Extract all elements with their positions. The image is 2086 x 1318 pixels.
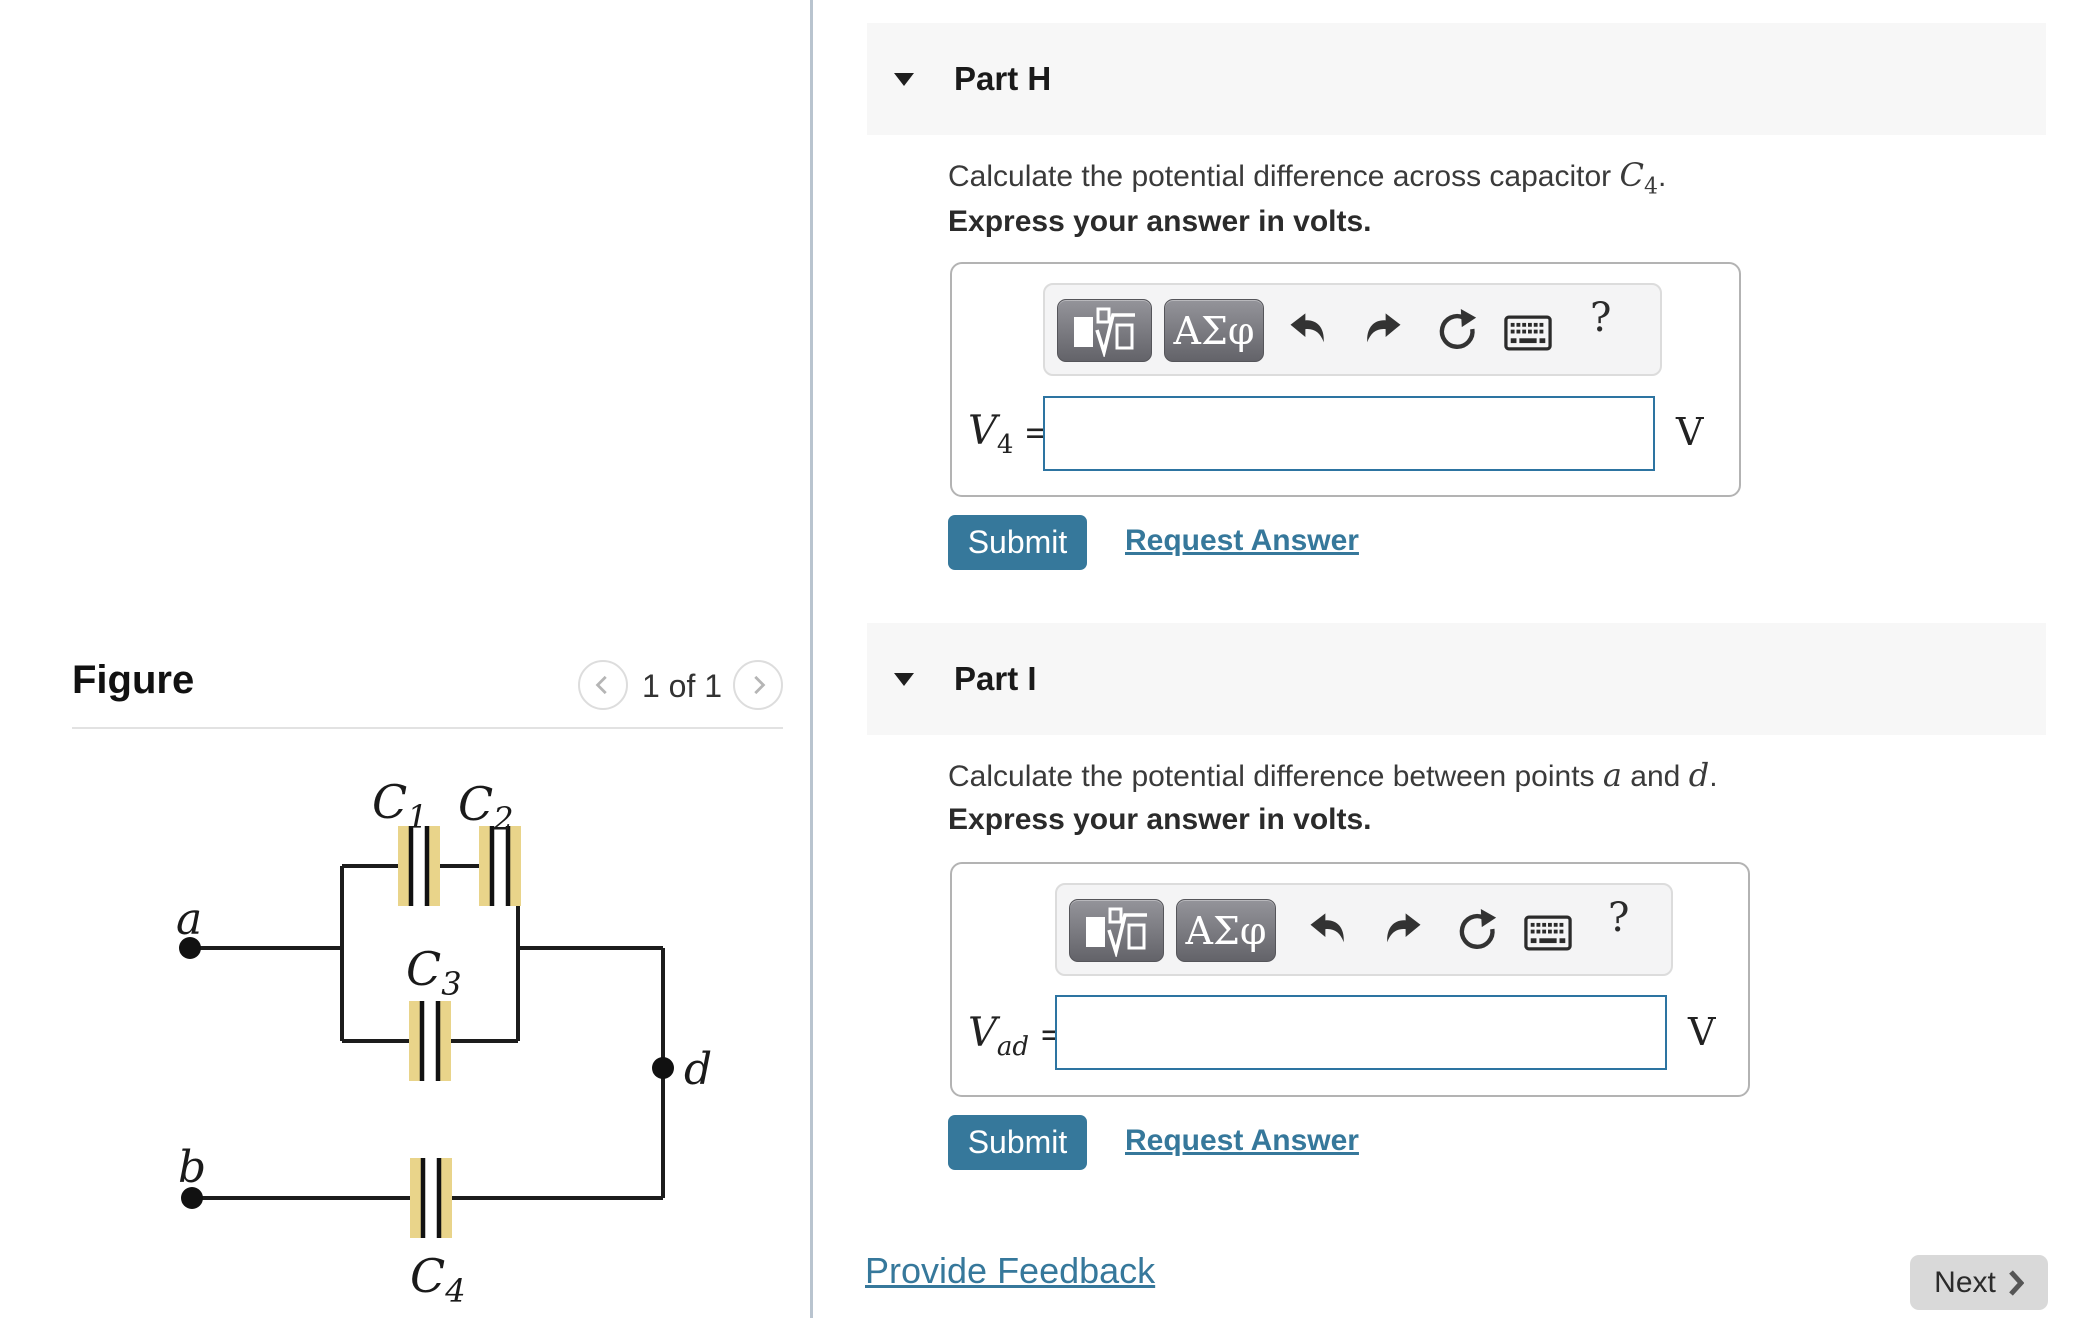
part-h-answer-input[interactable]: [1043, 396, 1655, 471]
capacitor-2-label: C2: [458, 777, 514, 838]
panel-divider: [810, 0, 813, 1318]
redo-button[interactable]: [1382, 911, 1424, 952]
chevron-left-icon: [595, 675, 607, 695]
node-b-label: b: [178, 1142, 206, 1193]
figure-next-button[interactable]: [733, 660, 783, 710]
greek-symbols-button[interactable]: ΑΣφ: [1176, 899, 1276, 962]
node-b-dot: [181, 1187, 203, 1209]
reset-icon: [1439, 309, 1477, 349]
figure-page-indicator: 1 of 1: [641, 668, 723, 704]
part-i-answer-input[interactable]: [1055, 995, 1667, 1070]
help-button[interactable]: ?: [1590, 295, 1612, 341]
reset-button[interactable]: [1435, 309, 1479, 356]
provide-feedback-link[interactable]: Provide Feedback: [865, 1250, 1156, 1291]
math-templates-icon: [1073, 307, 1135, 357]
math-templates-button[interactable]: [1069, 899, 1164, 962]
part-i-header[interactable]: Part I: [867, 623, 2046, 735]
node-d-label: d: [684, 1044, 712, 1095]
part-h-question: Calculate the potential difference acros…: [948, 156, 1667, 200]
part-h-title: Part H: [954, 60, 1052, 97]
reset-button[interactable]: [1455, 909, 1499, 956]
part-h-request-answer-link[interactable]: Request Answer: [1125, 524, 1359, 557]
circuit-figure: a b d C1 C2 C3 C4: [176, 775, 712, 1310]
capacitor-1-label: C1: [372, 775, 428, 836]
node-a-dot: [179, 937, 201, 959]
part-h-header[interactable]: Part H: [867, 23, 2046, 135]
part-h-equation-toolbar: ΑΣφ: [1043, 283, 1662, 376]
part-i-submit-button[interactable]: Submit: [948, 1115, 1087, 1170]
next-button-label: Next: [1934, 1265, 1996, 1299]
keyboard-icon: [1504, 315, 1552, 351]
part-h-instruction: Express your answer in volts.: [948, 205, 1372, 238]
math-templates-button[interactable]: [1057, 299, 1152, 362]
part-h-answer-label: V4=: [968, 408, 1052, 460]
part-i-answer-label: Vad=: [968, 1010, 1068, 1062]
question-var-a: a: [1602, 756, 1622, 794]
part-i-unit-label: V: [1688, 1010, 1716, 1054]
redo-icon: [1387, 913, 1421, 943]
reset-icon: [1459, 909, 1497, 949]
redo-button[interactable]: [1362, 311, 1404, 352]
node-a-label: a: [176, 894, 202, 945]
redo-icon: [1367, 313, 1401, 343]
undo-button[interactable]: [1287, 311, 1329, 352]
undo-icon: [1290, 313, 1324, 343]
collapse-triangle-icon[interactable]: [894, 672, 914, 686]
capacitor-4-label: C4: [410, 1249, 466, 1310]
math-templates-icon: [1085, 907, 1147, 957]
part-i-title: Part I: [954, 660, 1037, 697]
part-h-unit-label: V: [1676, 410, 1704, 454]
figure-prev-button[interactable]: [578, 660, 628, 710]
question-var-c4: C4: [1619, 156, 1658, 200]
collapse-triangle-icon[interactable]: [894, 72, 914, 86]
greek-symbols-button[interactable]: ΑΣφ: [1164, 299, 1264, 362]
figure-divider-rule: [72, 727, 783, 729]
undo-icon: [1310, 913, 1344, 943]
undo-button[interactable]: [1307, 911, 1349, 952]
part-i-request-answer-link[interactable]: Request Answer: [1125, 1124, 1359, 1157]
keyboard-shortcuts-button[interactable]: [1504, 315, 1552, 354]
chevron-right-icon: [2008, 1269, 2024, 1296]
node-d-dot: [652, 1057, 674, 1079]
chevron-right-icon: [754, 675, 766, 695]
figure-panel-title: Figure: [72, 658, 195, 702]
keyboard-shortcuts-button[interactable]: [1524, 915, 1572, 954]
part-i-equation-toolbar: ΑΣφ: [1055, 883, 1673, 976]
part-h-submit-button[interactable]: Submit: [948, 515, 1087, 570]
capacitor-plate-highlights: [398, 826, 521, 1238]
next-button[interactable]: Next: [1910, 1255, 2048, 1310]
part-i-instruction: Express your answer in volts.: [948, 803, 1372, 836]
capacitor-3-label: C3: [406, 942, 462, 1003]
help-button[interactable]: ?: [1608, 895, 1630, 941]
question-var-d: d: [1688, 756, 1710, 794]
part-i-question: Calculate the potential difference betwe…: [948, 756, 1718, 794]
keyboard-icon: [1524, 915, 1572, 951]
